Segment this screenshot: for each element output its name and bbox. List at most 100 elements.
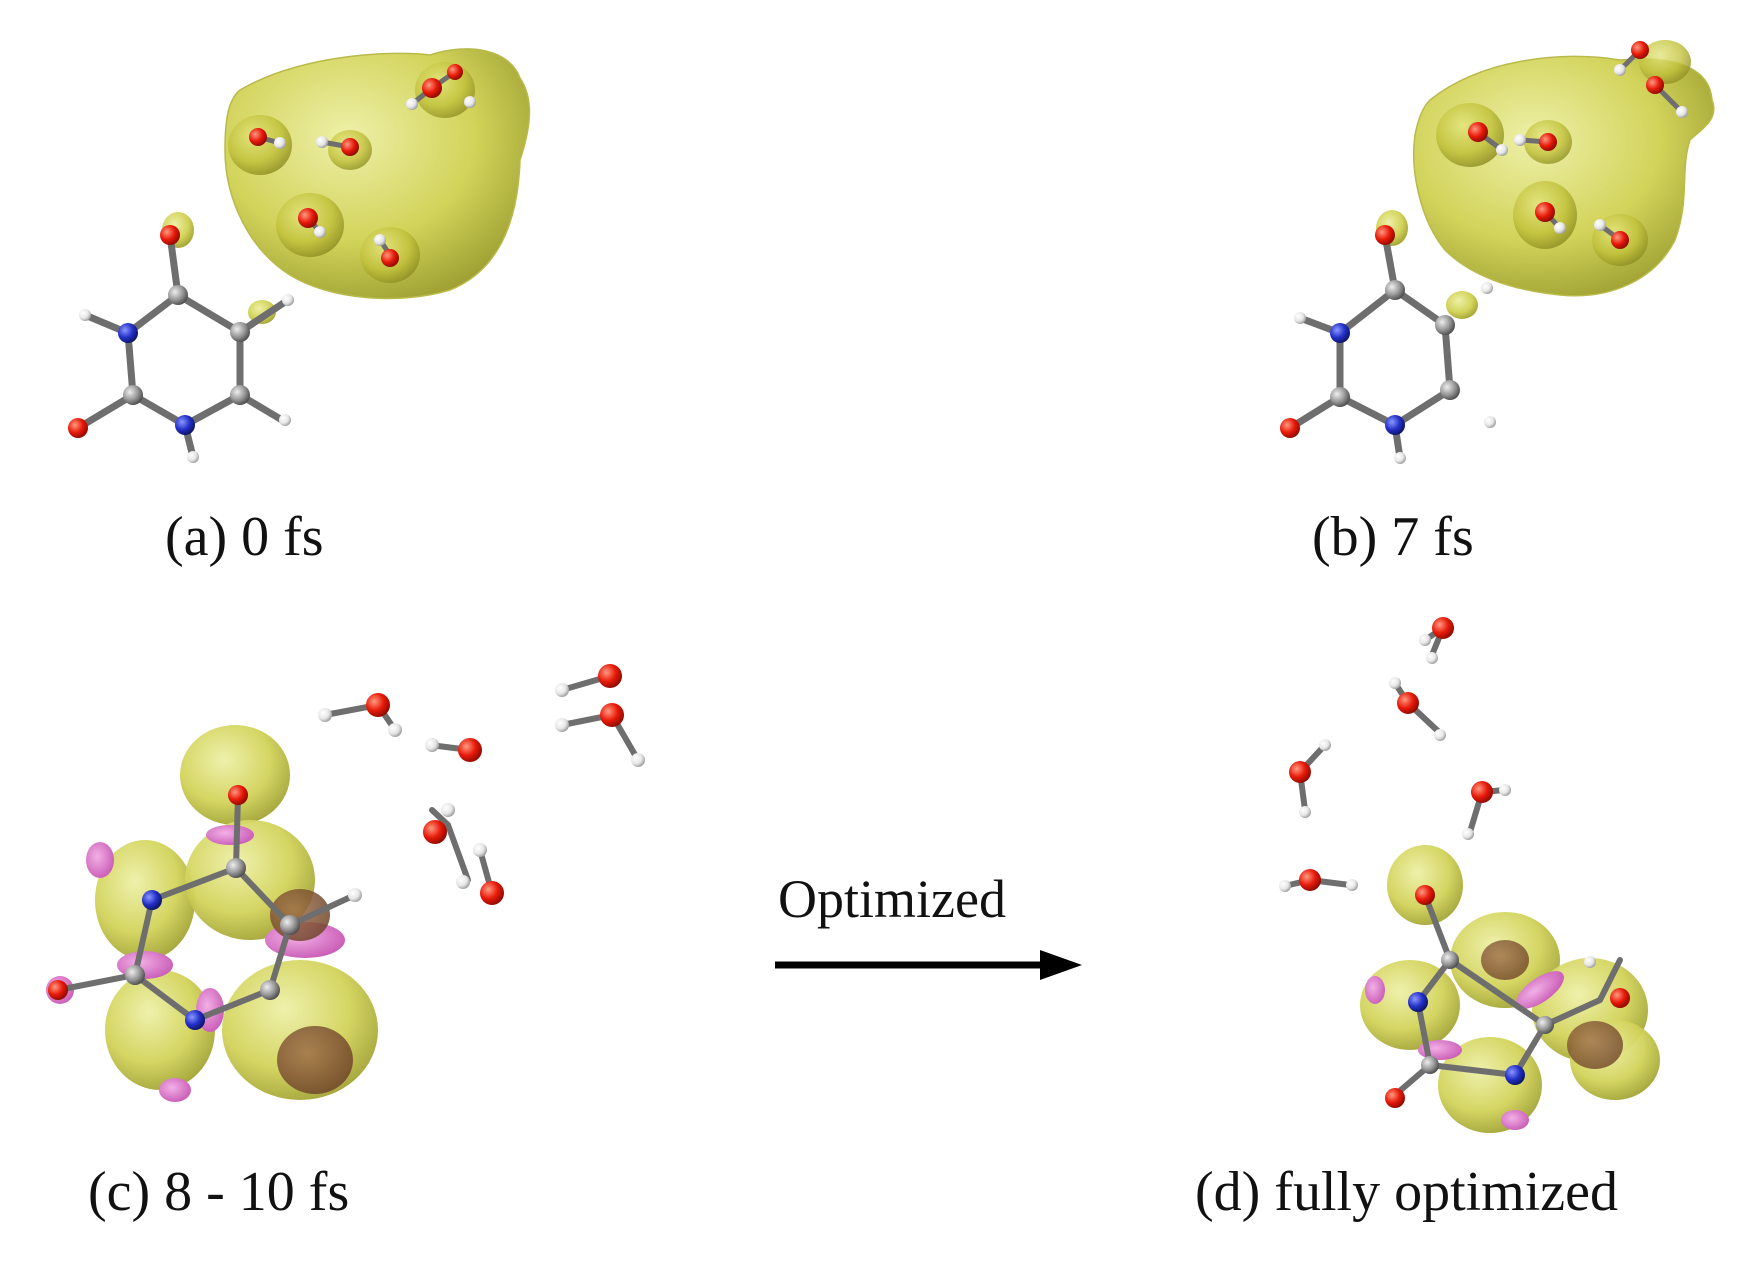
hydrogen-atom: [279, 414, 291, 426]
oxygen-atom: [1610, 988, 1630, 1008]
isosurface-lobe: [1639, 40, 1691, 84]
carbon-atom: [260, 980, 280, 1000]
hydrogen-atom: [79, 309, 91, 321]
carbon-atom: [168, 285, 188, 305]
isosurface-cloud: [1413, 55, 1715, 297]
hydrogen-atom: [1294, 312, 1306, 324]
oxygen-atom: [458, 738, 482, 762]
hydrogen-atom: [555, 683, 569, 697]
isosurface-lobe: [1438, 1037, 1542, 1133]
hydrogen-atom: [1426, 652, 1438, 664]
oxygen-atom: [480, 881, 504, 905]
oxygen-atom: [1415, 885, 1435, 905]
oxygen-atom: [1539, 133, 1557, 151]
carbon-atom: [226, 858, 246, 878]
panel-b-caption: (b) 7 fs: [1312, 506, 1474, 568]
hydrogen-atom: [1462, 828, 1474, 840]
panel-b: [1280, 40, 1715, 464]
oxygen-atom: [1535, 202, 1555, 222]
isosurface-negative-lobe: [1365, 976, 1385, 1004]
hydrogen-atom: [348, 888, 362, 902]
hydrogen-atom: [473, 843, 487, 857]
hydrogen-atom: [1614, 64, 1626, 76]
hydrogen-atom: [425, 738, 439, 752]
hydrogen-atom: [631, 753, 645, 767]
hydrogen-atom: [1394, 452, 1406, 464]
oxygen-atom: [228, 785, 248, 805]
optimization-arrow: [775, 950, 1082, 980]
isosurface-negative-lobe: [1516, 971, 1564, 1009]
nitrogen-atom: [1408, 992, 1428, 1012]
nitrogen-atom: [142, 890, 162, 910]
oxygen-atom: [1631, 41, 1649, 59]
oxygen-atom: [160, 225, 180, 245]
isosurface-shadow: [1481, 940, 1529, 980]
oxygen-atom: [341, 138, 359, 156]
nitrogen-atom: [175, 415, 195, 435]
hydrogen-atom: [1346, 879, 1358, 891]
oxygen-atom: [298, 208, 318, 228]
isosurface-negative-lobe: [206, 825, 254, 845]
carbon-atom: [1435, 315, 1455, 335]
nitrogen-atom: [118, 323, 138, 343]
hydrogen-atom: [1496, 144, 1508, 156]
isosurface-lobe: [1446, 291, 1478, 319]
panel-d-caption: (d) fully optimized: [1195, 1161, 1619, 1223]
nitrogen-atom: [1505, 1065, 1525, 1085]
hydrogen-atom: [406, 98, 418, 110]
isosurface-lobe: [180, 725, 290, 825]
oxygen-atom: [598, 664, 622, 688]
oxygen-atom: [447, 64, 463, 80]
hydrogen-atom: [555, 718, 569, 732]
arrow-label: Optimized: [778, 869, 1006, 929]
hydrogen-atom: [1499, 784, 1511, 796]
oxygen-atom: [1611, 231, 1629, 249]
isosurface-lobe: [105, 970, 215, 1090]
hydrogen-atom: [456, 875, 470, 889]
oxygen-atom: [249, 128, 267, 146]
oxygen-atom: [381, 249, 399, 267]
oxygen-atom: [1646, 76, 1664, 94]
hydrogen-atom: [282, 294, 294, 306]
nitrogen-atom: [185, 1010, 205, 1030]
nitrogen-atom: [1385, 415, 1405, 435]
hydrogen-atom: [1434, 729, 1446, 741]
hydrogen-atom: [1594, 219, 1606, 231]
nitrogen-atom: [1330, 323, 1350, 343]
hydrogen-atom: [1554, 222, 1566, 234]
hydrogen-atom: [1419, 634, 1431, 646]
carbon-atom: [123, 385, 143, 405]
panel-a-caption: (a) 0 fs: [165, 506, 324, 568]
hydrogen-atom: [1676, 106, 1688, 118]
oxygen-atom: [1432, 617, 1454, 639]
panel-d: [1279, 617, 1660, 1133]
hydrogen-atom: [316, 136, 328, 148]
isosurface-shadow: [1567, 1021, 1623, 1069]
hydrogen-atom: [441, 803, 455, 817]
carbon-atom: [280, 915, 300, 935]
hydrogen-atom: [1484, 416, 1496, 428]
carbon-atom: [1421, 1056, 1439, 1074]
oxygen-atom: [600, 703, 624, 727]
isosurface-negative-lobe: [1501, 1110, 1529, 1130]
carbon-atom: [125, 965, 145, 985]
isosurface-negative-lobe: [159, 1078, 191, 1102]
hydrogen-atom: [388, 723, 402, 737]
carbon-atom: [1440, 380, 1460, 400]
oxygen-atom: [1289, 761, 1311, 783]
oxygen-atom: [48, 980, 68, 1000]
oxygen-atom: [423, 820, 447, 844]
hydrogen-atom: [314, 226, 326, 238]
panel-c-caption: (c) 8 - 10 fs: [88, 1161, 350, 1223]
oxygen-atom: [422, 78, 442, 98]
oxygen-atom: [1375, 225, 1395, 245]
oxygen-atom: [1468, 122, 1488, 142]
hydrogen-atom: [1319, 739, 1331, 751]
oxygen-atom: [1397, 692, 1419, 714]
hydrogen-atom: [318, 708, 332, 722]
oxygen-atom: [1299, 869, 1321, 891]
carbon-atom: [1441, 951, 1459, 969]
hydrogen-atom: [1299, 806, 1311, 818]
panel-c: [46, 664, 645, 1102]
